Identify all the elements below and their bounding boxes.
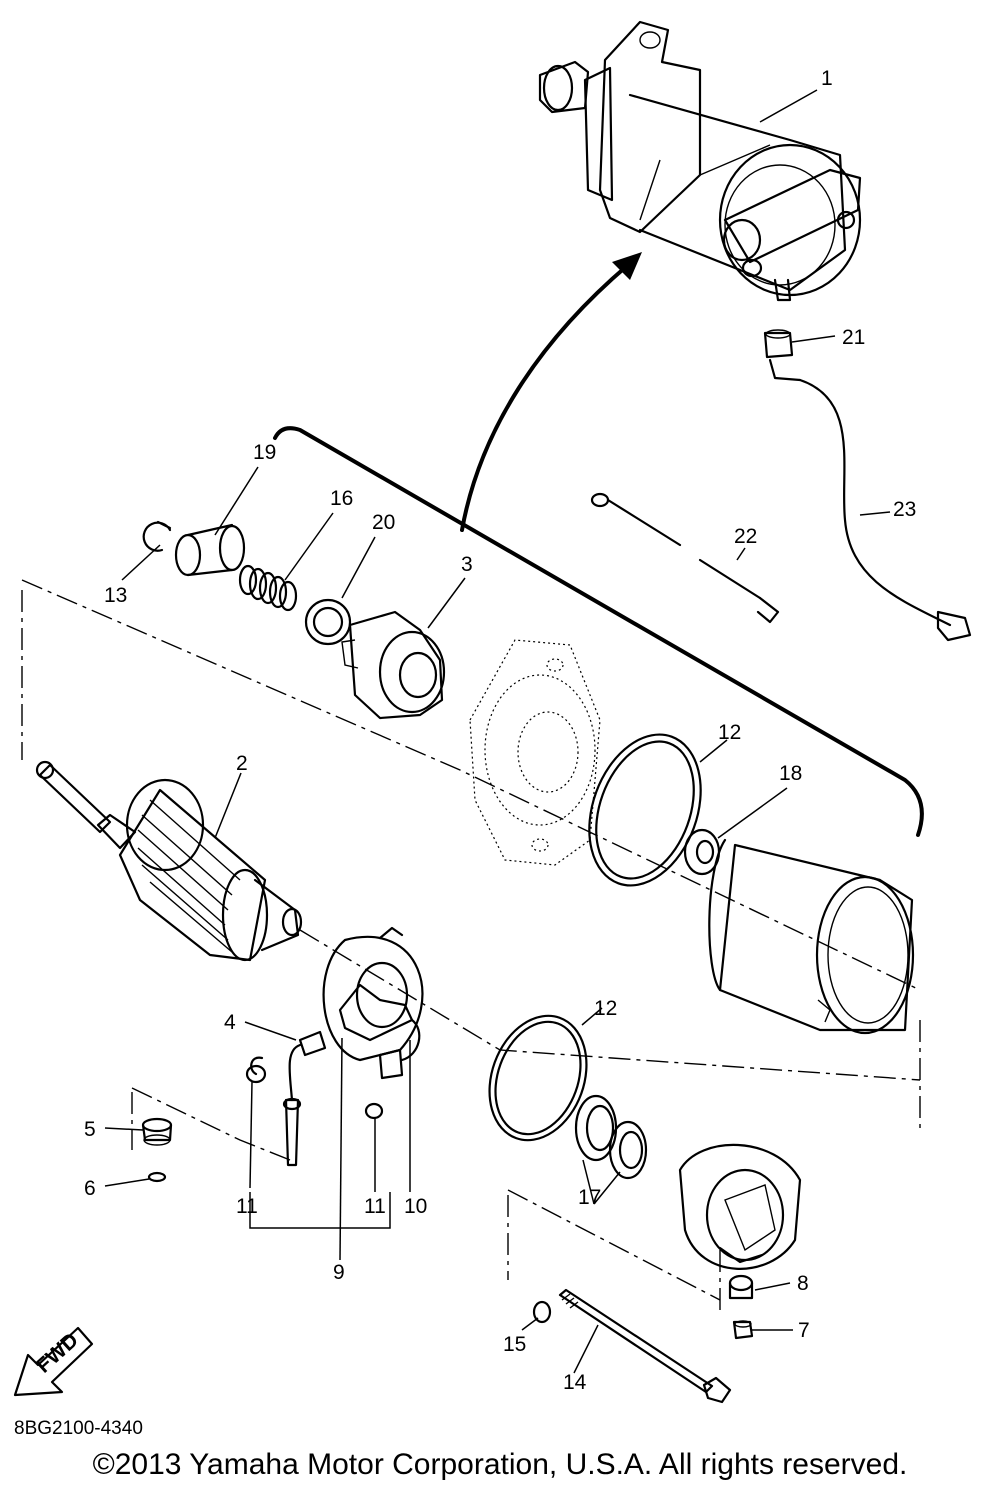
callout-9: 9 xyxy=(333,1261,345,1284)
nut-21 xyxy=(763,329,794,359)
clutch-gear-3 xyxy=(341,610,446,720)
kit-arrow xyxy=(460,252,642,532)
callout-11-right: 11 xyxy=(364,1195,386,1218)
rear-cover xyxy=(678,1143,802,1270)
washer-20 xyxy=(304,598,352,646)
copyright-notice: ©2013 Yamaha Motor Corporation, U.S.A. A… xyxy=(92,1448,908,1481)
o-ring-15 xyxy=(532,1300,552,1324)
callout-17: 17 xyxy=(578,1186,601,1209)
collar-19 xyxy=(174,523,246,577)
callout-14: 14 xyxy=(563,1371,587,1394)
callout-5: 5 xyxy=(84,1118,96,1141)
callout-2: 2 xyxy=(236,752,248,775)
kit-bracket xyxy=(273,426,924,837)
lead-wire-23 xyxy=(768,358,972,642)
callout-7: 7 xyxy=(798,1319,810,1342)
brush-10 xyxy=(378,1018,421,1080)
o-ring-12-lower xyxy=(488,1014,588,1142)
drawing-code: 8BG2100-4340 xyxy=(14,1418,143,1439)
callout-16: 16 xyxy=(330,487,353,510)
callout-20: 20 xyxy=(372,511,395,534)
o-ring-12-upper xyxy=(588,733,702,887)
grommet-5 xyxy=(141,1117,173,1146)
assembly-guide-lines xyxy=(21,579,921,1315)
callout-21: 21 xyxy=(842,326,865,349)
fwd-label: FWD xyxy=(32,1329,83,1378)
callout-numbers: 1 21 23 22 19 16 20 3 13 12 18 2 12 4 5 … xyxy=(84,67,916,1394)
callout-10: 10 xyxy=(404,1195,427,1218)
callout-4: 4 xyxy=(224,1011,236,1034)
fwd-arrow-icon: FWD xyxy=(13,1326,94,1397)
callout-11-left: 11 xyxy=(236,1195,258,1218)
brush-holder-plate-9 xyxy=(322,926,424,1062)
callout-18: 18 xyxy=(779,762,802,785)
callout-1: 1 xyxy=(821,67,833,90)
yoke xyxy=(708,838,915,1035)
o-ring-6 xyxy=(147,1171,167,1183)
callout-23: 23 xyxy=(893,498,916,521)
bolt-14 xyxy=(558,1288,732,1404)
callout-3: 3 xyxy=(461,553,473,576)
callout-13: 13 xyxy=(104,584,127,607)
washers-17 xyxy=(574,1094,648,1180)
starter-motor-assembly xyxy=(538,20,862,302)
leader-lines xyxy=(104,89,891,1374)
armature-2 xyxy=(35,760,303,962)
callout-15: 15 xyxy=(503,1333,526,1356)
callout-8: 8 xyxy=(797,1272,809,1295)
callout-12-upper: 12 xyxy=(718,721,741,744)
callout-12-lower: 12 xyxy=(594,997,617,1020)
callout-19: 19 xyxy=(253,441,276,464)
spring-16 xyxy=(238,564,298,612)
front-bracket xyxy=(469,639,601,866)
callout-22: 22 xyxy=(734,525,757,548)
callout-6: 6 xyxy=(84,1177,96,1200)
washer-11-left xyxy=(245,1056,267,1084)
nut-7 xyxy=(732,1320,754,1340)
circlip-13 xyxy=(142,520,172,552)
grommet-8 xyxy=(728,1274,754,1300)
lead-wire-22 xyxy=(590,492,780,624)
washer-11-right xyxy=(364,1102,384,1120)
brush-4 xyxy=(282,1030,327,1167)
